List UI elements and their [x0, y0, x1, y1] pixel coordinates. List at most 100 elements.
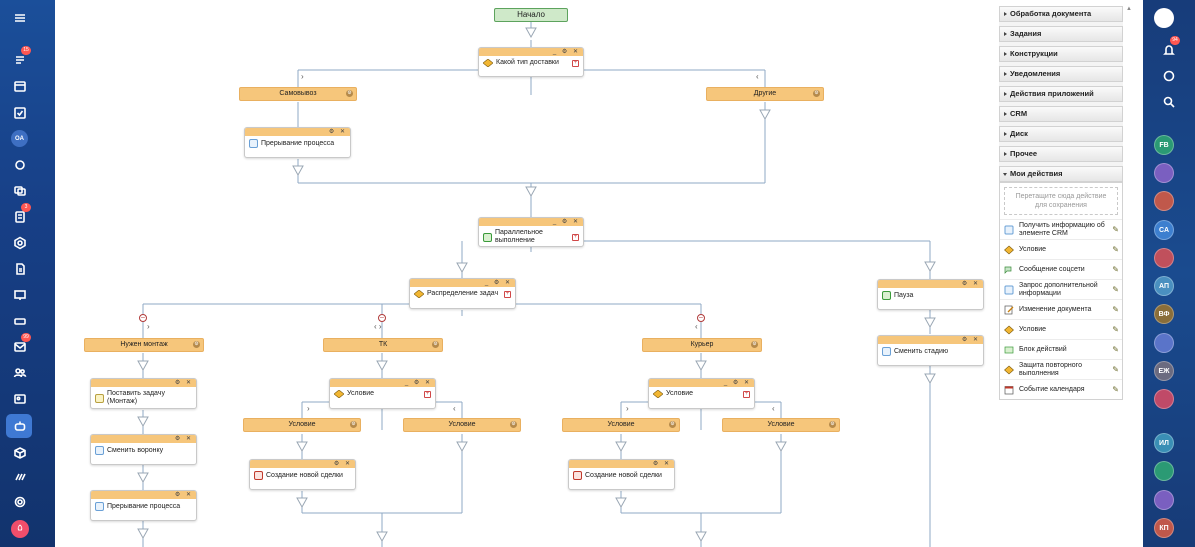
action-item[interactable]: Изменение документа✎: [1000, 299, 1122, 319]
node-controls[interactable]: _ ⚙ ✕: [552, 219, 580, 225]
tasks-check-icon[interactable]: [10, 103, 30, 123]
pencil-icon[interactable]: ✎: [1112, 224, 1119, 234]
branch-condition[interactable]: Условие⚙: [722, 418, 840, 432]
node-controls[interactable]: ⚙ ✕: [961, 281, 980, 287]
avatar[interactable]: [1154, 248, 1174, 268]
action-item[interactable]: Блок действий✎: [1000, 339, 1122, 359]
chevron-left-icon[interactable]: ‹: [772, 404, 775, 413]
pencil-icon[interactable]: ✎: [1112, 324, 1119, 334]
gear-icon[interactable]: ⚙: [350, 421, 357, 428]
avatar[interactable]: АП: [1154, 276, 1174, 296]
avatar[interactable]: FB: [1154, 135, 1174, 155]
node-controls[interactable]: _ ⚙ ✕: [404, 380, 432, 386]
menu-icon[interactable]: [10, 8, 30, 28]
puzzle-icon[interactable]: [10, 155, 30, 175]
drop-zone[interactable]: Перетащите сюда действие для сохранения: [1004, 187, 1118, 215]
node-controls[interactable]: _ ⚙ ✕: [552, 49, 580, 55]
branch-pickup[interactable]: Самовывоз⚙: [239, 87, 357, 101]
avatar[interactable]: [1154, 461, 1174, 481]
section-0[interactable]: Обработка документа: [999, 6, 1123, 22]
chevron-right-icon[interactable]: ›: [147, 322, 150, 331]
avatar[interactable]: ЕЖ: [1154, 361, 1174, 381]
section-6[interactable]: Диск: [999, 126, 1123, 142]
workflow-canvas[interactable]: Начало _ ⚙ ✕ Какой тип доставки+ › ‹ Сам…: [55, 0, 995, 547]
pencil-icon[interactable]: ✎: [1112, 384, 1119, 394]
settings-icon[interactable]: [10, 492, 30, 512]
gear-icon[interactable]: ⚙: [193, 341, 200, 348]
avatar[interactable]: ИЛ: [1154, 433, 1174, 453]
branch-condition[interactable]: Условие⚙: [243, 418, 361, 432]
node-controls[interactable]: ⚙ ✕: [174, 380, 193, 386]
branch-others[interactable]: Другие⚙: [706, 87, 824, 101]
gear-icon[interactable]: ⚙: [813, 90, 820, 97]
action-item[interactable]: Получить информацию об элементе CRM✎: [1000, 219, 1122, 239]
presentation-icon[interactable]: [10, 285, 30, 305]
node-controls[interactable]: ⚙ ✕: [328, 129, 347, 135]
id-card-icon[interactable]: [10, 389, 30, 409]
gear-icon[interactable]: ⚙: [829, 421, 836, 428]
chevron-right-icon[interactable]: ›: [307, 404, 310, 413]
calendar-icon[interactable]: [10, 76, 30, 96]
chevron-left-icon[interactable]: ‹ ›: [374, 322, 382, 331]
feed-icon[interactable]: 15: [10, 46, 31, 70]
chat-icon[interactable]: [10, 181, 30, 201]
add-branch-icon[interactable]: +: [743, 390, 750, 398]
avatar[interactable]: [1154, 490, 1174, 510]
avatar[interactable]: [1154, 389, 1174, 409]
pencil-icon[interactable]: ✎: [1112, 344, 1119, 354]
action-item[interactable]: Условие✎: [1000, 319, 1122, 339]
branch-mount[interactable]: Нужен монтаж⚙: [84, 338, 204, 352]
pencil-icon[interactable]: ✎: [1112, 284, 1119, 294]
distribute-node[interactable]: _ ⚙ ✕ Распределение задач+: [409, 278, 516, 309]
search-icon[interactable]: [1159, 92, 1179, 112]
rocket-icon[interactable]: [11, 520, 29, 538]
chevron-left-icon[interactable]: ‹: [453, 404, 456, 413]
pause-node[interactable]: ⚙ ✕ Пауза: [877, 279, 984, 310]
section-4[interactable]: Действия приложений: [999, 86, 1123, 102]
new-deal-node[interactable]: ⚙ ✕ Создание новой сделки: [568, 459, 675, 490]
parallel-node[interactable]: _ ⚙ ✕ Параллельное выполнение+: [478, 217, 584, 247]
section-5[interactable]: CRM: [999, 106, 1123, 122]
add-branch-icon[interactable]: +: [424, 390, 431, 398]
action-item[interactable]: Сообщение соцсети✎: [1000, 259, 1122, 279]
tasks-icon[interactable]: 3: [10, 203, 31, 227]
change-stage-node[interactable]: ⚙ ✕ Сменить стадию: [877, 335, 984, 366]
node-controls[interactable]: _ ⚙ ✕: [723, 380, 751, 386]
node-controls[interactable]: ⚙ ✕: [174, 436, 193, 442]
section-my-actions[interactable]: Мои действия: [999, 166, 1123, 182]
interrupt-node-2[interactable]: ⚙ ✕ Прерывание процесса: [90, 490, 197, 521]
avatar[interactable]: [1154, 163, 1174, 183]
avatar[interactable]: ВФ: [1154, 304, 1174, 324]
node-controls[interactable]: ⚙ ✕: [333, 461, 352, 467]
branch-tk[interactable]: ТК⚙: [323, 338, 443, 352]
remove-branch-icon[interactable]: –: [139, 314, 147, 322]
add-branch-icon[interactable]: +: [572, 59, 579, 67]
avatar[interactable]: [1154, 333, 1174, 353]
box-icon[interactable]: [10, 443, 30, 463]
pencil-icon[interactable]: ✎: [1112, 244, 1119, 254]
section-7[interactable]: Прочее: [999, 146, 1123, 162]
chevron-left-icon[interactable]: ‹: [756, 72, 759, 81]
bell-icon[interactable]: 94: [1159, 36, 1180, 60]
condition-node-courier[interactable]: _ ⚙ ✕ Условие+: [648, 378, 755, 409]
gear-icon[interactable]: ⚙: [432, 341, 439, 348]
stripes-icon[interactable]: [10, 467, 30, 487]
branch-condition[interactable]: Условие⚙: [562, 418, 680, 432]
node-controls[interactable]: ⚙ ✕: [652, 461, 671, 467]
section-3[interactable]: Уведомления: [999, 66, 1123, 82]
automation-active-item[interactable]: [6, 414, 32, 438]
action-item[interactable]: Защита повторного выполнения✎: [1000, 359, 1122, 379]
pencil-icon[interactable]: ✎: [1112, 304, 1119, 314]
branch-courier[interactable]: Курьер⚙: [642, 338, 762, 352]
action-item[interactable]: Запрос дополнительной информации✎: [1000, 279, 1122, 299]
drive-icon[interactable]: [10, 311, 30, 331]
chevron-right-icon[interactable]: ›: [626, 404, 629, 413]
gear-icon[interactable]: ⚙: [669, 421, 676, 428]
remove-branch-icon[interactable]: –: [697, 314, 705, 322]
start-node[interactable]: Начало: [494, 8, 568, 22]
action-item[interactable]: Событие календаря✎: [1000, 379, 1122, 399]
add-branch-icon[interactable]: +: [504, 290, 511, 298]
hexagon-icon[interactable]: [10, 233, 30, 253]
branch-condition[interactable]: Условие⚙: [403, 418, 521, 432]
contacts-icon[interactable]: [10, 363, 30, 383]
